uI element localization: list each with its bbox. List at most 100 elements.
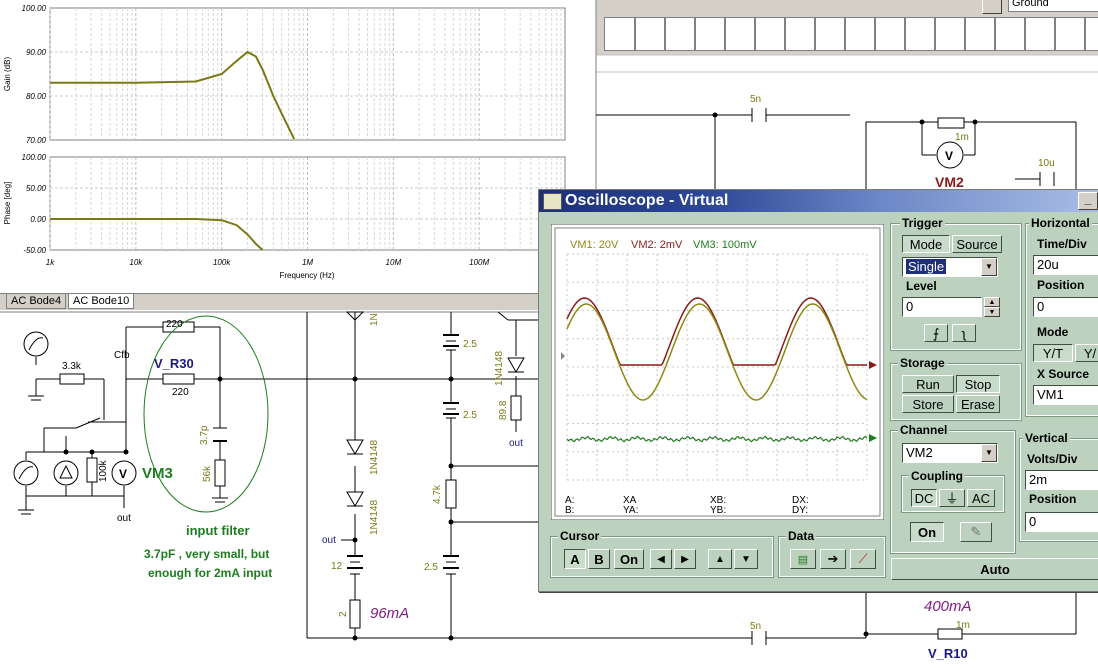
component-icon-button[interactable] <box>982 0 1002 14</box>
phase-curve <box>50 218 264 251</box>
arrow-down-icon: ▼ <box>741 554 751 565</box>
channel-select[interactable]: VM2 <box>902 443 998 463</box>
schematic-components <box>13 117 965 640</box>
timediv-label: Time/Div <box>1037 237 1087 251</box>
ground-field[interactable]: Ground <box>1008 0 1098 12</box>
label-diode-top: 1N <box>369 313 380 326</box>
legend-vm3: VM3: 100mV <box>693 239 757 251</box>
label-out-3: out <box>509 438 523 449</box>
arrow-up-icon: ▲ <box>715 554 725 565</box>
graph-data-button[interactable]: ⟋ <box>850 549 876 569</box>
chevron-down-icon[interactable]: ▼ <box>981 258 997 276</box>
label-2-ohm: 2 <box>338 611 349 617</box>
resistor-89-8 <box>510 395 522 421</box>
cell-grid <box>634 18 1086 50</box>
arrow-right-icon: ▶ <box>681 554 689 565</box>
scope-grid <box>566 253 868 481</box>
timediv-input[interactable]: 20u <box>1033 255 1098 275</box>
cursor-a-button[interactable]: A <box>564 549 586 569</box>
voltmeter-vm2 <box>936 141 964 169</box>
tab-bar: AC Bode4 AC Bode10 <box>0 293 600 310</box>
label-400ma: 400mA <box>924 598 972 615</box>
tab-ac-bode10[interactable]: AC Bode10 <box>68 294 135 309</box>
phase-tick-label: 50.00 <box>26 184 47 193</box>
voltmeter-vm3-symbol: V <box>119 467 127 481</box>
store-button[interactable]: Store <box>902 395 954 413</box>
gain-series-line <box>50 50 296 140</box>
rising-edge-button[interactable]: ⨍ <box>924 324 948 342</box>
ground-icon: ⏚ <box>945 491 959 506</box>
gain-curve <box>50 50 296 140</box>
mode-yt-button[interactable]: Y/T <box>1033 344 1073 362</box>
label-96ma: 96mA <box>370 605 409 622</box>
cursor-b-button[interactable]: B <box>588 549 610 569</box>
label-2-5a: 2.5 <box>463 339 477 350</box>
resistor-100k <box>86 457 98 483</box>
v-position-label: Position <box>1029 492 1077 506</box>
cursor-on-button[interactable]: On <box>614 549 644 569</box>
channel-on-button[interactable]: On <box>910 522 944 542</box>
label-10u: 10u <box>1038 158 1055 169</box>
pen-color-button[interactable]: ✎ <box>960 522 992 542</box>
oscilloscope-title: Oscilloscope - Virtual <box>565 192 729 209</box>
erase-button[interactable]: Erase <box>956 395 1000 413</box>
resistor-1m-bottom <box>937 628 963 640</box>
cursor-up-button[interactable]: ▲ <box>708 549 732 569</box>
label-5n-top: 5n <box>750 94 761 105</box>
trigger-level-stepper[interactable]: ▲▼ <box>984 297 1000 317</box>
storage-panel: Storage Run Stop Store Erase <box>890 356 1022 421</box>
oscilloscope-window[interactable]: Oscilloscope - Virtual _ VM1: 20V VM2: 2… <box>538 189 1098 592</box>
trigger-level-input[interactable]: 0 <box>902 297 982 317</box>
phase-tick-label: 0.00 <box>30 215 46 224</box>
source-symbol-left <box>13 460 39 486</box>
chevron-down-icon[interactable]: ▼ <box>981 444 997 462</box>
trace-vm3 <box>566 435 868 443</box>
falling-edge-button[interactable]: ʅ <box>952 324 976 342</box>
phase-tick-label: -50.00 <box>23 246 46 255</box>
tab-ac-bode4[interactable]: AC Bode4 <box>6 294 67 309</box>
trigger-level-marker <box>561 352 565 360</box>
voltsdiv-input[interactable]: 2m <box>1025 470 1098 490</box>
channel-label: Channel <box>898 423 950 437</box>
save-arrow-icon: ➔ <box>827 551 839 566</box>
v-position-input[interactable]: 0 <box>1025 512 1098 532</box>
resistor-220a <box>162 321 195 333</box>
freq-tick-label: 10k <box>129 258 143 267</box>
label-diode-2: 1N4148 <box>369 500 380 535</box>
cursor-right-button[interactable]: ▶ <box>674 549 696 569</box>
stop-button[interactable]: Stop <box>956 375 1000 393</box>
auto-button[interactable]: Auto <box>891 558 1098 580</box>
label-100k: 100k <box>98 459 109 482</box>
export-data-button[interactable]: ▤ <box>790 549 816 569</box>
mode-yx-button[interactable]: Y/ <box>1075 344 1098 362</box>
label-input-filter: input filter <box>186 523 250 538</box>
save-data-button[interactable]: ➔ <box>820 549 846 569</box>
trigger-mode-button[interactable]: Mode <box>902 235 950 253</box>
h-position-input[interactable]: 0 <box>1033 297 1098 317</box>
label-diode-3: 1N4148 <box>494 351 505 386</box>
cursor-left-button[interactable]: ◀ <box>650 549 672 569</box>
dc-button[interactable]: DC <box>911 489 937 507</box>
trigger-source-button[interactable]: Source <box>952 235 1002 253</box>
run-button[interactable]: Run <box>902 375 954 393</box>
gain-tick-label: 70.00 <box>26 136 47 145</box>
channel-panel: Channel VM2 ▼ Coupling DC ⏚ AC On ✎ <box>890 423 1016 554</box>
freq-tick-label: 10M <box>386 258 402 267</box>
readout-xa: XA <box>623 495 637 506</box>
cursor-down-button[interactable]: ▼ <box>734 549 758 569</box>
trigger-mode-select[interactable]: Single <box>902 257 998 277</box>
ac-button[interactable]: AC <box>967 489 995 507</box>
trigger-level-label: Level <box>906 279 937 293</box>
legend-vm1: VM1: 20V <box>570 239 619 251</box>
xsource-input[interactable]: VM1 <box>1033 385 1098 405</box>
vertical-panel: Vertical Volts/Div 2m Position 0 <box>1019 431 1098 542</box>
oscilloscope-title-bar[interactable]: Oscilloscope - Virtual _ <box>539 190 1098 212</box>
minimize-button[interactable]: _ <box>1078 192 1098 210</box>
readout-b: B: <box>565 505 574 516</box>
voltmeter-vm2-symbol: V <box>945 149 953 163</box>
ground-coupling-button[interactable]: ⏚ <box>939 489 965 507</box>
